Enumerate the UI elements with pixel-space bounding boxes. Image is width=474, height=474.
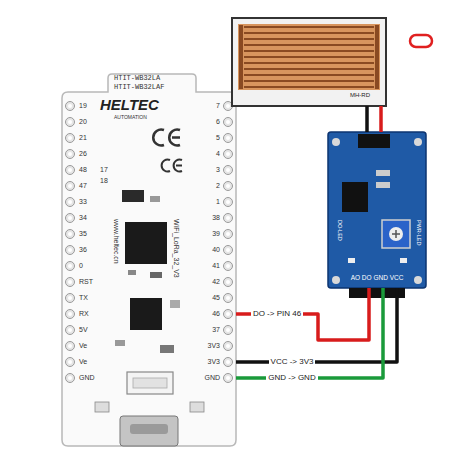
heltec-board [62, 74, 236, 446]
comparator-module [328, 132, 426, 298]
pin-number: 19 [79, 102, 87, 110]
pin-number: 34 [79, 214, 87, 222]
pin-number: 1 [216, 198, 220, 206]
wire-label: GND -> GND [266, 374, 317, 383]
rain-plate: MH-RD [232, 18, 386, 106]
pin-number: 5 [216, 134, 220, 142]
pin-number: RST [79, 278, 93, 286]
wire-label: VCC -> 3V3 [269, 358, 316, 367]
logo-mark [410, 35, 432, 47]
led-label: DO-LED [337, 220, 343, 241]
pin-number: GND [204, 374, 220, 382]
led-label: PWR-LED [416, 220, 422, 245]
pin-number: 7 [216, 102, 220, 110]
sensor-module: DO-LED PWR-LED AO DO GND VCC [328, 132, 426, 288]
pin-number: 47 [79, 182, 87, 190]
pin-number: 46 [212, 310, 220, 318]
brand-logo: HELTEC [100, 97, 159, 114]
silkscreen-mark: 18 [100, 177, 108, 185]
pin-number: 39 [212, 230, 220, 238]
pin-number: 35 [79, 230, 87, 238]
pin-number: Ve [79, 342, 87, 350]
black-wire [365, 106, 369, 132]
pin-names: AO DO GND VCC [351, 274, 404, 281]
pin-number: 20 [79, 118, 87, 126]
red-wire [379, 106, 383, 132]
green-wire [236, 288, 383, 378]
brand-subtitle: AUTOMATION [114, 115, 147, 121]
pin-number: 33 [79, 198, 87, 206]
pin-number: 36 [79, 246, 87, 254]
pin-number: 38 [212, 214, 220, 222]
pin-number: GND [79, 374, 95, 382]
pin-number: 41 [212, 262, 220, 270]
pin-number: 3 [216, 166, 220, 174]
pin-number: 21 [79, 134, 87, 142]
pin-number: 26 [79, 150, 87, 158]
black-wire [236, 288, 397, 362]
pin-number: 3V3 [208, 358, 220, 366]
pin-number: 40 [212, 246, 220, 254]
pin-number: 42 [212, 278, 220, 286]
red-wire [236, 288, 369, 340]
pin-number: 4 [216, 150, 220, 158]
part-code: MH-RD [350, 92, 370, 99]
board-name: WiFi_LoRa_32_V3 [172, 219, 180, 278]
pin-number: 45 [212, 294, 220, 302]
model-code: HTIT-WB32LAF [114, 84, 164, 92]
silkscreen-mark: 17 [100, 166, 108, 174]
pin-number: 5V [79, 326, 88, 334]
pin-number: 48 [79, 166, 87, 174]
pin-number: 3V3 [208, 342, 220, 350]
pin-number: 6 [216, 118, 220, 126]
rain-sensor-plate [232, 18, 386, 106]
silkscreen-url: www.heltec.cn [112, 219, 120, 264]
pin-number: RX [79, 310, 89, 318]
model-code: HTIT-WB32LA [114, 75, 160, 83]
wire-label: DO -> PIN 46 [251, 310, 303, 319]
pin-number: 37 [212, 326, 220, 334]
pin-number: Ve [79, 358, 87, 366]
pin-number: TX [79, 294, 88, 302]
pin-number: 0 [79, 262, 83, 270]
dev-board: HTIT-WB32LAHTIT-WB32LAF HELTECAUTOMATION w… [62, 74, 236, 446]
pin-number: 2 [216, 182, 220, 190]
